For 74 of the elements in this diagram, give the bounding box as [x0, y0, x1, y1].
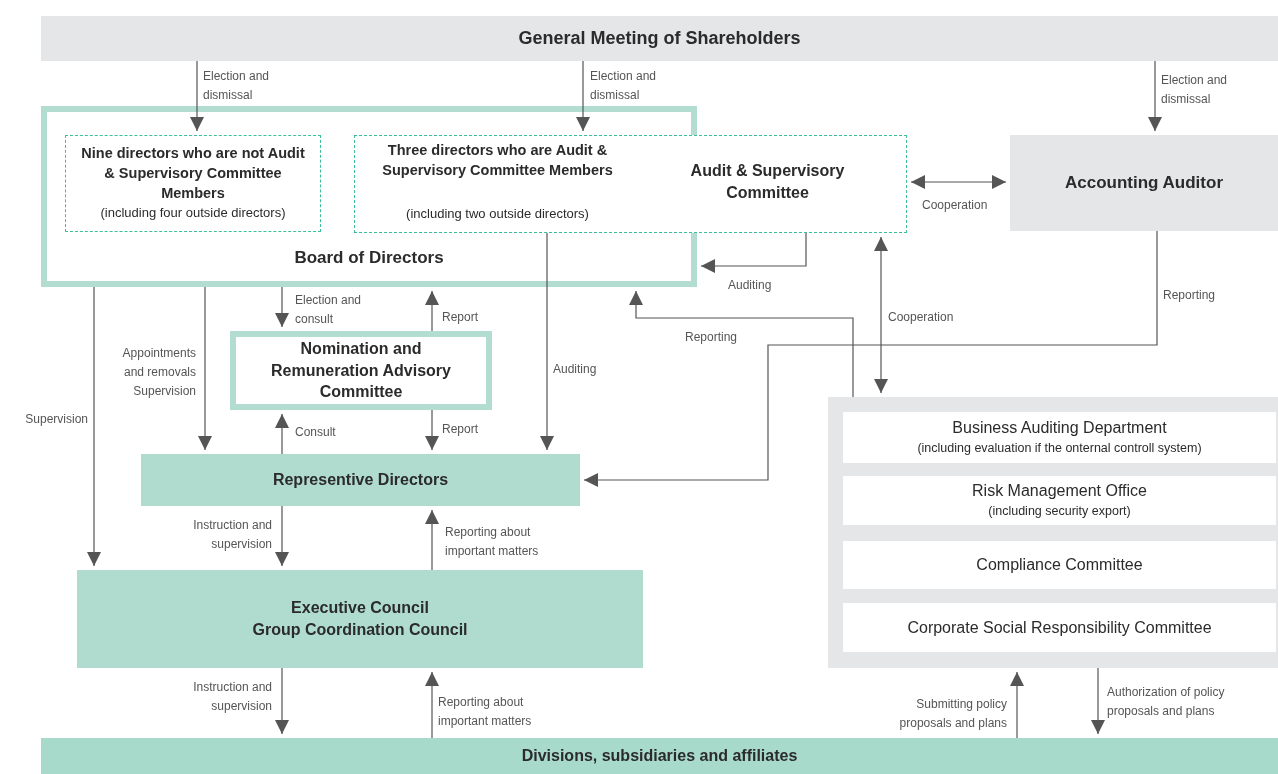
- arrow: [275, 286, 289, 328]
- edge-label: Appointments and removals Supervision: [121, 345, 196, 400]
- arrow: [1091, 667, 1105, 735]
- edge-label: Reporting about important matters: [445, 524, 540, 560]
- executive-box: [141, 454, 580, 506]
- node-title: Three directors who are Audit & Supervisory Committee Members: [381, 140, 614, 180]
- arrow: [910, 175, 1007, 189]
- node-title: Nomination and Remuneration Advisory Committee: [270, 339, 452, 403]
- node-title: Nine directors who are not Audit & Supervisory Committee Members: [80, 144, 306, 203]
- node-title: General Meeting of Shareholders: [518, 27, 801, 51]
- arrow: [700, 232, 807, 273]
- arrow: [1148, 60, 1162, 132]
- node-note: (including two outside directors): [405, 204, 590, 223]
- node-note: (including security export): [988, 502, 1131, 520]
- arrow: [275, 667, 289, 735]
- edge-label: Reporting: [685, 329, 739, 346]
- meeting-band: [41, 16, 1278, 61]
- arrow: [190, 60, 204, 132]
- edge-label: Reporting: [1163, 287, 1217, 304]
- committee-box: [230, 331, 492, 410]
- edge-label: Authorization of policy proposals and plans: [1107, 684, 1226, 720]
- node-note: (including four outside directors): [100, 204, 286, 223]
- edge-label: Election and dismissal: [590, 68, 658, 104]
- department-box: [843, 541, 1276, 589]
- node-title: Board of Directors: [293, 247, 445, 269]
- edge-label: Supervision: [24, 411, 88, 428]
- dashed-group-box: [354, 135, 907, 233]
- dashed-group-box: [65, 135, 321, 232]
- arrow: [425, 671, 439, 739]
- department-box: [843, 476, 1276, 525]
- node-title: Compliance Committee: [976, 555, 1143, 576]
- arrow: [425, 409, 439, 451]
- node-note: (including evaluation if the onternal controll system): [917, 439, 1202, 457]
- arrow: [275, 413, 289, 455]
- node-title: Divisions, subsidiaries and affiliates: [521, 746, 798, 767]
- node-title: Business Auditing Department: [952, 418, 1167, 439]
- node-title: Risk Management Office: [972, 481, 1147, 502]
- department-box: [843, 412, 1276, 463]
- executive-box: [77, 570, 643, 668]
- arrow: [629, 290, 854, 398]
- edge-label: Cooperation: [922, 197, 989, 214]
- arrow: [874, 236, 888, 394]
- edge-label: Cooperation: [888, 309, 955, 326]
- department-panel: [828, 397, 1278, 668]
- arrow: [583, 230, 1158, 487]
- arrow: [576, 60, 590, 132]
- node-title: Representive Directors: [272, 470, 449, 491]
- edge-label: Report: [442, 309, 480, 326]
- edge-label: Instruction and supervision: [192, 517, 272, 553]
- arrow: [87, 286, 101, 567]
- edge-label: Auditing: [728, 277, 773, 294]
- edge-label: Election and dismissal: [1161, 72, 1229, 108]
- auditor-box: [1010, 135, 1278, 231]
- edge-label: Report: [442, 421, 480, 438]
- node-title: Audit & Supervisory Committee: [689, 160, 846, 203]
- department-box: [843, 603, 1276, 652]
- edge-label: Reporting about important matters: [438, 694, 533, 730]
- node-title: Executive Council: [291, 598, 429, 619]
- edge-label: Consult: [295, 424, 337, 441]
- edge-label: Election and consult: [295, 292, 363, 328]
- node-title: Corporate Social Responsibility Committee: [907, 617, 1212, 638]
- edge-label: Auditing: [553, 361, 598, 378]
- divisions-band: [41, 738, 1278, 774]
- arrow: [1010, 671, 1024, 739]
- node-title: Accounting Auditor: [1065, 171, 1223, 194]
- edge-label: Instruction and supervision: [192, 679, 272, 715]
- arrow: [275, 505, 289, 567]
- arrow: [425, 290, 439, 332]
- node-title: Group Coordination Council: [252, 620, 468, 640]
- arrow: [198, 286, 212, 451]
- edge-label: Election and dismissal: [203, 68, 271, 104]
- arrow: [425, 509, 439, 571]
- arrow: [540, 232, 554, 451]
- edge-label: Submitting policy proposals and plans: [898, 696, 1007, 732]
